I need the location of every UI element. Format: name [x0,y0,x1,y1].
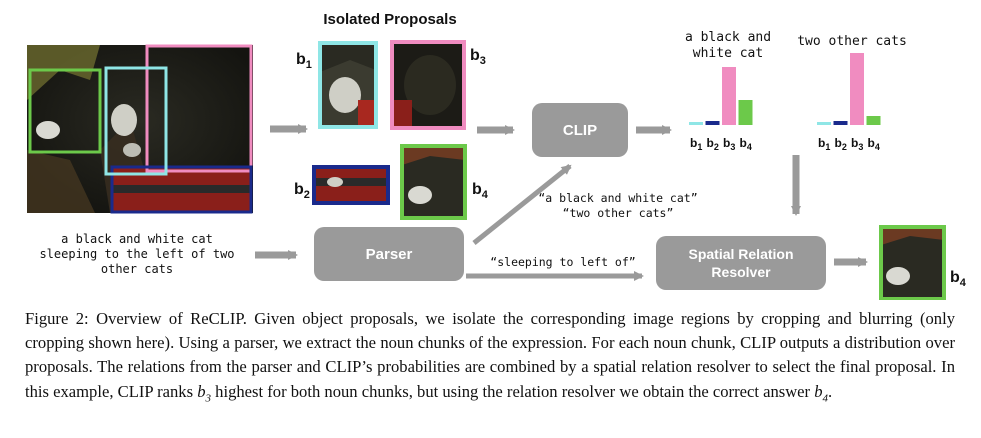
label-b3-isolated: b3 [470,47,486,67]
caption-text: Figure 2: Overview of ReCLIP. Given obje… [25,309,955,401]
caption-text-end: . [828,381,833,401]
reclip-overview-figure: Isolated Proposals b1 b3 b2 b4 CLIP [27,11,967,300]
arrow-parser-to-clip [472,164,572,245]
chart-1-bar-b3 [722,67,736,125]
chart-2-title-line-1: two other cats [797,34,907,49]
resolver-label-line-1: Spatial Relation [688,246,793,262]
input-expression-line-3: other cats [101,262,173,276]
chart-2-bar-b2 [833,121,848,125]
label-b1-isolated: b1 [296,51,312,71]
noun-chunk-1: “a black and white cat” [538,191,697,205]
chart-2-bar-b1 [817,122,831,125]
clip-box [532,103,628,157]
figure-caption: Figure 2: Overview of ReCLIP. Given obje… [25,307,955,404]
result-label: b4 [950,269,967,289]
chart-1-tick-b4: b4 [740,136,752,152]
noun-chunk-2: “two other cats” [563,206,674,220]
crop-b4 [400,144,467,220]
crop-b2 [312,165,390,205]
spatial-relation-resolver-box [656,236,826,290]
input-expression-line-2: sleeping to the left of two [39,247,234,261]
relation-phrase: “sleeping to left of” [490,255,635,269]
crop-b3 [390,40,466,130]
chart-1-bar-b4 [738,100,753,125]
chart-1-bar-b1 [689,122,703,125]
proposal-box-b4 [28,68,102,154]
chart-2-bar-b4 [866,116,881,125]
clip-label: CLIP [563,122,597,139]
result-crop-b4 [879,225,946,300]
chart-1-tick-b2: b2 [707,136,719,152]
chart-2-tick-b1: b1 [818,136,830,152]
caption-var-b3: b3 [197,381,212,404]
proposal-box-b3 [145,44,253,173]
source-photo [27,44,253,214]
caption-text-middle: highest for both noun chunks, but using … [211,381,815,401]
proposal-box-b2 [110,165,253,214]
chart-2-tick-b2: b2 [835,136,847,152]
chart-2-tick-b4: b4 [868,136,880,152]
caption-var-b4: b4 [814,381,829,404]
parser-box [314,227,464,281]
proposal-box-b1 [104,66,168,176]
chart-1-tick-b1: b1 [690,136,702,152]
chart-1-title-line-1: a black and [685,30,771,45]
input-expression-line-1: a black and white cat [61,232,213,246]
label-b4-isolated: b4 [472,181,489,201]
chart-1-bar-b2 [705,121,720,125]
parser-label: Parser [366,246,413,263]
chart-2-tick-b3: b3 [851,136,863,152]
chart-1-tick-b3: b3 [723,136,735,152]
chart-1-title-line-2: white cat [693,46,763,61]
label-b2-isolated: b2 [294,181,310,201]
crop-b1 [318,41,378,129]
chart-2-bar-b3 [850,53,864,125]
resolver-label-line-2: Resolver [711,264,771,280]
isolated-proposals-title: Isolated Proposals [323,11,456,28]
